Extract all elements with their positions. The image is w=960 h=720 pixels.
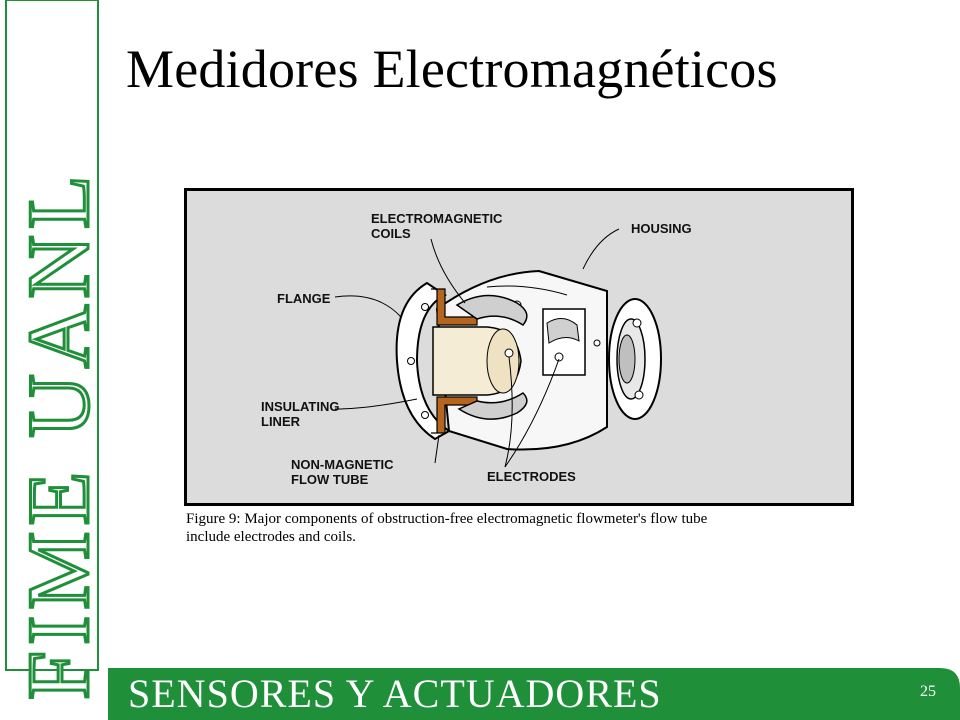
callout-non-magnetic-flow-tube: NON-MAGNETIC FLOW TUBE (291, 457, 394, 487)
right-flange (608, 298, 662, 420)
footer-bar (108, 668, 960, 720)
slide-title: Medidores Electromagnéticos (126, 39, 778, 99)
flowmeter-diagram (334, 228, 662, 468)
caption-line-1: Figure 9: Major components of obstructio… (186, 511, 708, 527)
sidebar-banner: FIME UANL (0, 0, 108, 720)
figure-panel: ELECTROMAGNETIC COILS HOUSING FLANGE INS… (184, 188, 854, 506)
callout-flange: FLANGE (277, 291, 331, 306)
figure-caption: Figure 9: Major components of obstructio… (186, 510, 866, 546)
callout-insulating-liner: INSULATING LINER (261, 399, 340, 429)
callout-housing: HOUSING (631, 221, 692, 236)
flow-tube-section (431, 288, 478, 434)
sidebar-text: FIME UANL (11, 169, 108, 700)
footer-text: SENSORES Y ACTUADORES (128, 671, 662, 716)
electromagnetic-coils (455, 294, 528, 420)
leader-lines (334, 228, 620, 468)
caption-line-2: include electrodes and coils. (186, 529, 356, 545)
insulating-liner (432, 326, 522, 396)
page-number: 25 (920, 683, 936, 700)
callout-electromagnetic-coils: ELECTROMAGNETIC COILS (371, 211, 503, 241)
callout-electrodes: ELECTRODES (487, 469, 576, 484)
